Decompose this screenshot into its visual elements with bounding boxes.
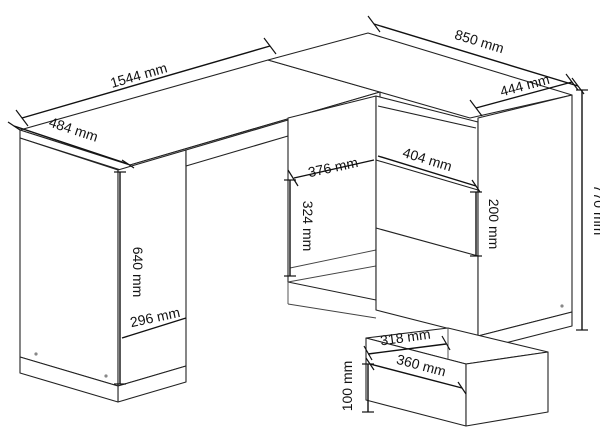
label-drawer-inner-height: 100 mm bbox=[339, 361, 355, 412]
dim-line-total-width bbox=[21, 45, 271, 119]
dim-line-drawer-width bbox=[377, 155, 477, 187]
dim-line-drawer-depth bbox=[367, 343, 447, 355]
screw-dot bbox=[104, 374, 108, 378]
label-drawer-depth: 318 mm bbox=[379, 326, 431, 349]
dim-line-right-depth bbox=[475, 81, 573, 109]
label-shelf-height: 324 mm bbox=[300, 201, 316, 252]
shelf-cabinet bbox=[287, 95, 377, 301]
label-height: 770 mm bbox=[591, 185, 600, 236]
label-drawer-height: 200 mm bbox=[486, 199, 502, 250]
label-leg-height: 640 mm bbox=[130, 247, 146, 298]
label-total-width: 1544 mm bbox=[108, 59, 169, 90]
dim-line-drawer-inner-width bbox=[369, 363, 463, 389]
left-pedestal-plinth-side bbox=[19, 356, 119, 403]
screw-dot bbox=[34, 352, 38, 356]
drawer-cabinet bbox=[375, 95, 479, 337]
dim-line-return-width bbox=[373, 23, 579, 87]
screw-dot bbox=[560, 304, 564, 308]
left-pedestal-side bbox=[19, 137, 119, 387]
dim-line-shelf-width bbox=[293, 159, 375, 179]
dim-line-leg-width bbox=[121, 317, 187, 339]
drawer-open-side bbox=[465, 351, 549, 427]
dim-line-left-depth bbox=[13, 125, 129, 165]
label-return-width: 850 mm bbox=[453, 26, 506, 56]
left-pedestal-front bbox=[117, 149, 187, 387]
